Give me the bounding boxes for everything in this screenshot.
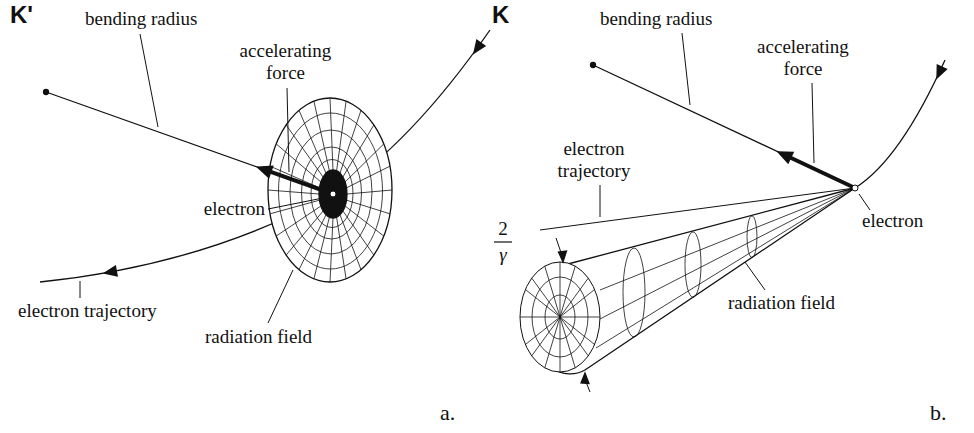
part-label: electron [185, 198, 265, 220]
part-label: electron trajectory [548, 138, 640, 182]
fraction-bar [494, 241, 512, 242]
force-arrowhead [258, 166, 273, 177]
cap-mesh [520, 262, 600, 372]
leader-line [859, 194, 870, 210]
panel-b [494, 33, 947, 392]
panel-letter: b. [930, 402, 970, 424]
torus-mesh [268, 98, 392, 282]
frame-label: K' [10, 4, 60, 26]
angle-denominator: γ [493, 244, 513, 266]
cone-mesh [685, 232, 701, 297]
leader-line [287, 88, 289, 172]
part-label: bending radius [85, 8, 225, 30]
part-label: electron [862, 210, 942, 232]
force-arrowhead [778, 152, 793, 163]
torus-outline [268, 98, 392, 282]
trajectory-arrowhead [105, 266, 118, 276]
leader-line [80, 281, 81, 298]
angle-numerator: 2 [493, 218, 513, 240]
force-arrow [791, 158, 855, 188]
torus-hole [319, 170, 347, 218]
part-label: accelerating force [228, 40, 343, 84]
trajectory-arrowhead [937, 65, 947, 78]
panel-a [40, 30, 490, 323]
part-label: electron trajectory [18, 300, 218, 322]
electron-dot [330, 191, 336, 197]
panel-letter: a. [440, 402, 480, 424]
leader-lines [600, 33, 870, 290]
force-arrow [271, 172, 333, 194]
trajectory-arrowhead [474, 40, 485, 53]
cone-cap [520, 262, 600, 372]
part-label: radiation field [728, 292, 868, 314]
part-label: radiation field [205, 326, 345, 348]
cone-mesh [596, 188, 855, 348]
leader-line [268, 197, 328, 209]
cone-mesh [623, 248, 645, 337]
electron-trajectory [40, 30, 490, 282]
leader-line [268, 270, 293, 323]
radius-line [593, 65, 855, 188]
electron-trajectory [855, 60, 945, 188]
leader-line [745, 262, 765, 290]
leader-line [812, 83, 814, 163]
electron-dot [852, 185, 858, 191]
leader-line [600, 185, 601, 217]
angle-arrowhead [581, 373, 589, 384]
angle-arrowhead [559, 251, 567, 262]
leader-line [140, 34, 158, 127]
part-label: accelerating force [738, 36, 868, 80]
frame-label: K [492, 4, 532, 26]
leader-line [682, 33, 690, 105]
part-label: bending radius [600, 8, 740, 30]
